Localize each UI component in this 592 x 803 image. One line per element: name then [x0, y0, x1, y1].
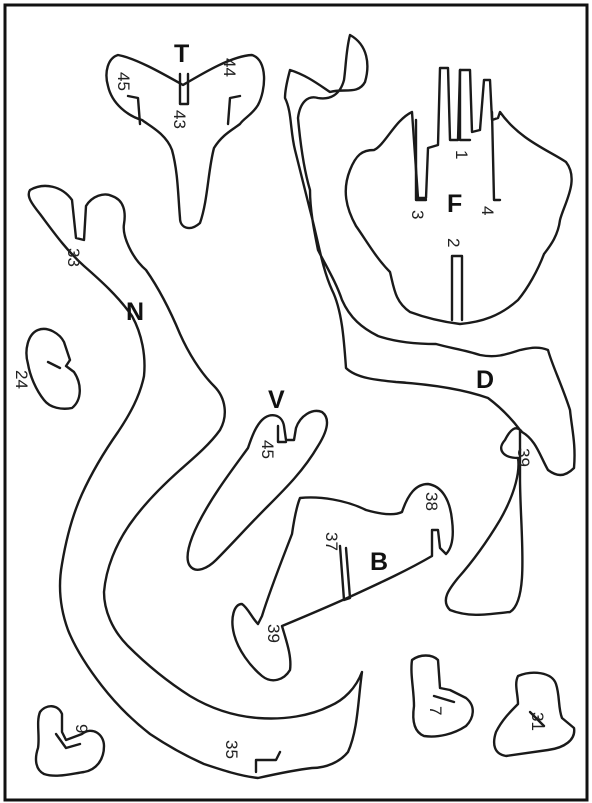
- piece-B-number-39: 39: [264, 624, 283, 643]
- piece-35-slot: [256, 752, 280, 772]
- piece-F-number-4: 4: [478, 206, 497, 215]
- piece-V-number-45: 45: [258, 440, 277, 459]
- piece-V-outline: [188, 411, 327, 570]
- piece-7-number: 7: [426, 706, 445, 715]
- piece-24-number: 24: [12, 370, 31, 389]
- piece-D-number-39: 39: [514, 448, 533, 467]
- piece-F-number-2: 2: [444, 238, 463, 247]
- piece-T-slot-center: [180, 74, 188, 104]
- piece-7-slot: [434, 696, 454, 702]
- piece-35-tab: 35: [222, 740, 280, 772]
- piece-B-number-37: 37: [322, 532, 341, 551]
- piece-D-outline: [285, 35, 575, 615]
- piece-B-slot-37: [340, 546, 350, 600]
- piece-B: B 38 37 39: [232, 484, 452, 680]
- piece-V-letter: V: [268, 386, 285, 414]
- piece-B-number-38: 38: [422, 492, 441, 511]
- piece-N-number-33: 33: [64, 248, 83, 267]
- piece-D: D 39: [285, 35, 575, 615]
- piece-T-slot-right: [228, 96, 240, 124]
- piece-F-slot-2: [452, 256, 462, 320]
- piece-V: V 45: [188, 386, 327, 570]
- piece-T-letter: T: [174, 40, 189, 68]
- piece-F-slot-4: [492, 112, 500, 200]
- piece-F-number-1: 1: [452, 150, 471, 159]
- piece-T: T 45 44 43: [106, 40, 264, 228]
- piece-T-number-45: 45: [114, 72, 133, 91]
- piece-D-letter: D: [476, 366, 494, 394]
- piece-24-slot: [48, 362, 60, 368]
- piece-31-number: 31: [528, 712, 547, 731]
- piece-B-letter: B: [370, 548, 388, 576]
- piece-F-letter: F: [447, 190, 462, 218]
- piece-N-letter: N: [126, 298, 144, 326]
- piece-9-number: 9: [72, 724, 91, 733]
- piece-T-number-43: 43: [170, 110, 189, 129]
- piece-7-outline: [411, 656, 472, 737]
- sheet-border: [5, 5, 587, 800]
- piece-N: N 33: [29, 186, 362, 778]
- piece-9: 9: [36, 706, 104, 775]
- piece-9-outline: [36, 706, 104, 775]
- piece-N-outline: [29, 186, 362, 778]
- piece-24-outline: [26, 329, 79, 409]
- piece-F-slot-1: [460, 70, 470, 140]
- piece-F-number-3: 3: [408, 210, 427, 219]
- piece-T-number-44: 44: [220, 58, 239, 77]
- piece-31: 31: [494, 673, 574, 756]
- piece-35-number: 35: [222, 740, 241, 759]
- piece-7: 7: [411, 656, 472, 737]
- piece-F: F 1 3 4 2: [346, 68, 572, 324]
- piece-24: 24: [12, 329, 80, 409]
